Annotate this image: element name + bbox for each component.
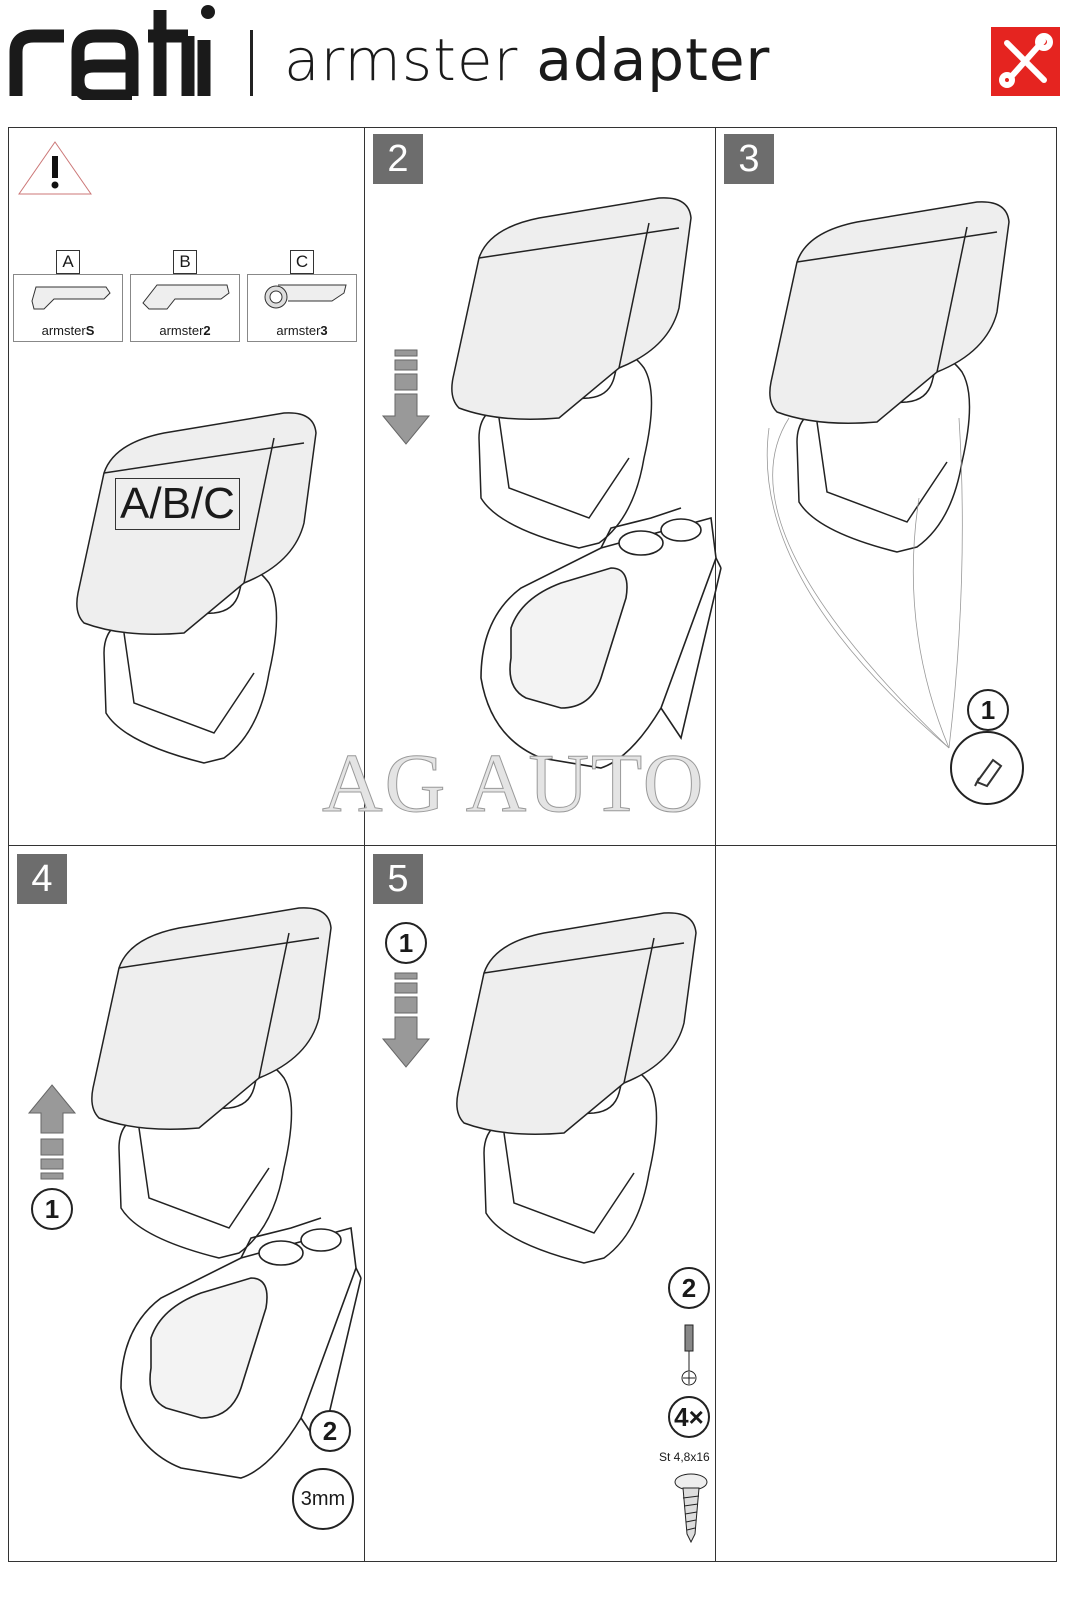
step-4-panel [9, 846, 365, 1561]
armrest-drawing [456, 912, 697, 1264]
armrest-icon [142, 284, 230, 310]
variant-letter: A [56, 250, 80, 274]
product-name: armster [284, 26, 519, 94]
substep-number: 1 [31, 1188, 73, 1230]
variant-letter: B [173, 250, 197, 274]
arrow-up-icon [27, 1084, 77, 1180]
step-3-panel [716, 128, 1056, 846]
arrow-down-icon [381, 349, 431, 445]
substep-number: 1 [385, 922, 427, 964]
armrest-icon [264, 284, 347, 309]
header-separator [250, 30, 253, 96]
variant-label-abc: A/B/C [115, 478, 240, 530]
drill-size: 3mm [292, 1468, 354, 1530]
product-suffix: adapter [536, 26, 771, 94]
step-2-panel [365, 128, 716, 846]
armrest-drawing [769, 201, 1010, 553]
armrest-icon [31, 286, 111, 310]
step-1-panel [9, 128, 365, 846]
screw-spec: St 4,8x16 [659, 1450, 710, 1464]
screw-count: 4× [668, 1396, 710, 1438]
screwdriver-icon [681, 1324, 697, 1386]
variant-label: armster3 [276, 323, 328, 338]
watermark: AG AUTO [321, 737, 706, 831]
armrest-drawing [76, 412, 317, 764]
step-number: 4 [17, 854, 67, 904]
step-number: 2 [373, 134, 423, 184]
variant-label: armster2 [159, 323, 211, 338]
warning-triangle-icon [18, 141, 92, 195]
step-number: 5 [373, 854, 423, 904]
screw-icon [674, 1473, 708, 1544]
substep-number: 2 [668, 1267, 710, 1309]
substep-number: 2 [309, 1410, 351, 1452]
step-number: 3 [724, 134, 774, 184]
variant-label: armsterS [41, 323, 95, 338]
drill-icon [950, 731, 1024, 805]
armrest-drawing [91, 907, 332, 1259]
rati-logo [9, 5, 215, 100]
empty-panel [716, 846, 1056, 1561]
wrench-screwdriver-icon [991, 27, 1060, 96]
step-5-panel [365, 846, 716, 1561]
armrest-drawing [451, 197, 692, 549]
console-drawing [480, 507, 722, 769]
arrow-down-icon [381, 972, 431, 1068]
substep-number: 1 [967, 689, 1009, 731]
guide-lines [766, 417, 963, 749]
console-drawing [120, 1217, 362, 1479]
variant-letter: C [290, 250, 314, 274]
